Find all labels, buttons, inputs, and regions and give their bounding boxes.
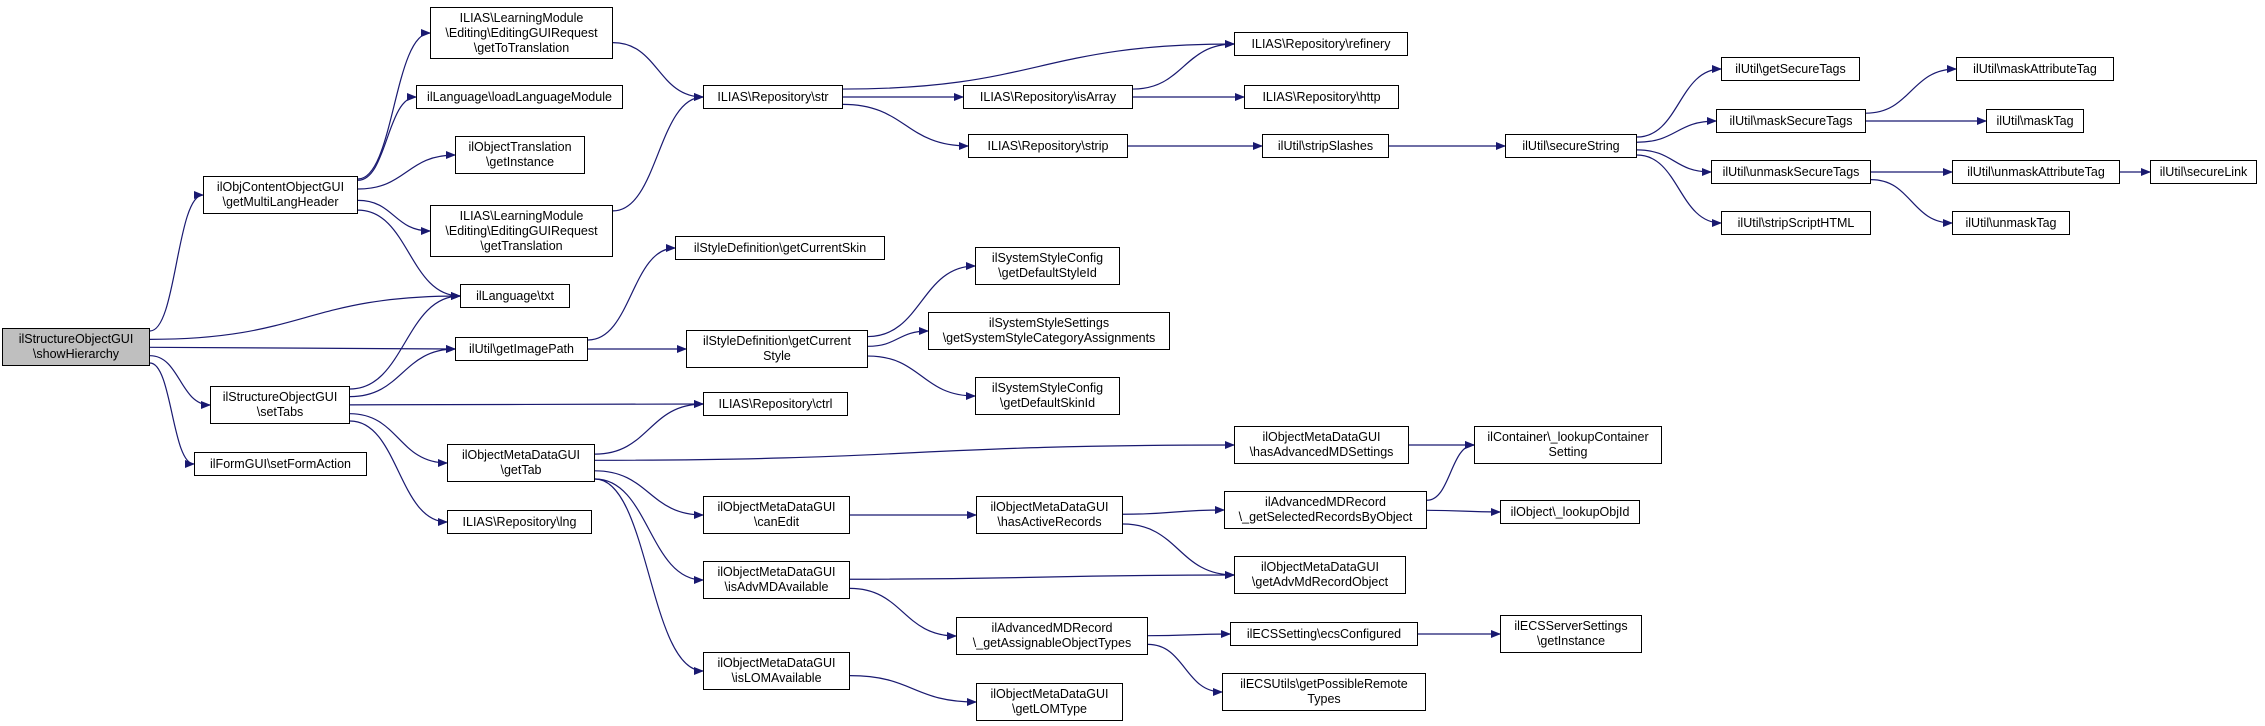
node-ilias-repository-strip[interactable]: ILIAS\Repository\strip [968,134,1128,158]
edge-n38-n41 [1122,523,1235,579]
node-ilias-repository-refinery[interactable]: ILIAS\Repository\refinery [1234,32,1408,56]
node-iladvancedmdrecord-getselectedrecordsbyobject[interactable]: ilAdvancedMDRecord \_getSelectedRecordsB… [1224,491,1427,529]
edge-n42-n41 [849,571,1235,580]
edge-n1-n6 [149,362,195,468]
node-iladvancedmdrecord-getassignableobjecttypes[interactable]: ilAdvancedMDRecord \_getAssignableObject… [956,617,1148,655]
node-ilstyledefinition-getcurrentstyle[interactable]: ilStyleDefinition\getCurrent Style [686,330,868,368]
node-ilobjectmetadatagui-hasactiverecords[interactable]: ilObjectMetaDataGUI \hasActiveRecords [976,496,1123,534]
node-ilformgui-setformaction[interactable]: ilFormGUI\setFormAction [194,452,367,476]
node-ilutil-stripslashes[interactable]: ilUtil\stripSlashes [1262,134,1389,158]
edge-n2-n7 [357,29,431,180]
node-ilias-repository-isarray[interactable]: ILIAS\Repository\isArray [963,85,1133,109]
edge-n28-n30 [867,327,929,347]
node-ilobject-lookupobjid[interactable]: ilObject\_lookupObjId [1500,500,1640,524]
edge-n2-n8 [357,93,417,181]
edge-n28-n29 [867,262,976,338]
node-ilcontainer-lookupcontainersetting[interactable]: ilContainer\_lookupContainer Setting [1474,426,1662,464]
node-editingguirequest-gettranslation[interactable]: ILIAS\LearningModule \Editing\EditingGUI… [430,205,613,257]
edge-n1-n5 [149,355,211,409]
edge-n33-n42 [594,478,704,584]
node-ilobjectmetadatagui-getadvmdrecordobject[interactable]: ilObjectMetaDataGUI \getAdvMdRecordObjec… [1234,556,1406,594]
node-ilobjecttranslation-getinstance[interactable]: ilObjectTranslation \getInstance [455,136,585,174]
node-ilias-repository-str[interactable]: ILIAS\Repository\str [703,85,843,109]
edge-n2-n3 [357,209,461,300]
node-ilecssetting-ecsconfigured[interactable]: ilECSSetting\ecsConfigured [1230,622,1418,646]
node-ilutil-unmaskattributetag[interactable]: ilUtil\unmaskAttributeTag [1952,160,2120,184]
node-ilstructureobjectgui-settabs[interactable]: ilStructureObjectGUI \setTabs [210,386,350,424]
edge-n33-n47 [594,478,704,675]
node-ilias-repository-http[interactable]: ILIAS\Repository\http [1244,85,1399,109]
edge-n33-n37 [594,470,704,519]
edge-n42-n43 [849,587,957,640]
edge-n13-n12 [1132,40,1235,90]
edge-n22-n25 [1870,179,1953,227]
edge-n5-n34 [349,420,448,526]
node-editingguirequest-gettotranslation[interactable]: ILIAS\LearningModule \Editing\EditingGUI… [430,7,613,59]
node-ilutil-securelink[interactable]: ilUtil\secureLink [2150,160,2257,184]
edge-n39-n36 [1426,441,1475,501]
edge-n28-n31 [867,355,976,400]
edge-n5-n3 [349,292,461,390]
edge-n7-n11 [612,42,704,101]
node-ilutil-getimagepath[interactable]: ilUtil\getImagePath [455,337,588,361]
node-ilsystemstyleconfig-getdefaultstyleid[interactable]: ilSystemStyleConfig \getDefaultStyleId [975,247,1120,285]
node-ilobjectmetadatagui-hasadvancedmdsettings[interactable]: ilObjectMetaDataGUI \hasAdvancedMDSettin… [1234,426,1409,464]
edge-n17-n26 [1636,154,1722,227]
node-ilobjectmetadatagui-islomavailable[interactable]: ilObjectMetaDataGUI \isLOMAvailable [703,652,850,690]
node-ilobjcontentobjectgui-getmultilangheader[interactable]: ilObjContentObjectGUI \getMultiLangHeade… [203,176,358,214]
edge-n4-n27 [587,244,676,341]
node-ilobjectmetadatagui-isadvmdavailable[interactable]: ilObjectMetaDataGUI \isAdvMDAvailable [703,561,850,599]
edge-n5-n32 [349,400,704,409]
edge-n19-n20 [1865,65,1957,114]
node-ilstyledefinition-getcurrentskin[interactable]: ilStyleDefinition\getCurrentSkin [675,236,885,260]
edge-n17-n22 [1636,149,1712,176]
node-ilutil-securestring[interactable]: ilUtil\secureString [1505,134,1637,158]
node-ilias-repository-ctrl[interactable]: ILIAS\Repository\ctrl [703,392,848,416]
edge-n2-n9 [357,151,456,190]
edge-n1-n2 [149,191,204,332]
edge-n5-n4 [349,345,456,398]
edge-n39-n40 [1426,507,1501,516]
edge-n17-n19 [1636,117,1717,143]
node-ilecsutils-getpossibleremotetypes[interactable]: ilECSUtils\getPossibleRemote Types [1222,673,1426,711]
edge-n11-n12 [842,40,1235,90]
edge-n10-n11 [612,93,704,212]
edge-n1-n4 [149,344,456,353]
node-ilutil-masktag[interactable]: ilUtil\maskTag [1986,109,2084,133]
node-ilecsserversettings-getinstance[interactable]: ilECSServerSettings \getInstance [1500,615,1642,653]
node-ilsystemstylesettings-getsystemstylecategoryassignments[interactable]: ilSystemStyleSettings \getSystemStyleCat… [928,312,1170,350]
node-ilutil-getsecuretags[interactable]: ilUtil\getSecureTags [1721,57,1860,81]
node-ilias-repository-lng[interactable]: ILIAS\Repository\lng [447,510,592,534]
node-illanguage-txt[interactable]: ilLanguage\txt [460,284,570,308]
edge-n5-n33 [349,413,448,467]
edge-n33-n32 [594,400,704,455]
node-ilutil-unmasktag[interactable]: ilUtil\unmaskTag [1952,211,2070,235]
node-ilobjectmetadatagui-gettab[interactable]: ilObjectMetaDataGUI \getTab [447,444,595,482]
edge-n33-n35 [594,441,1235,461]
node-ilobjectmetadatagui-canedit[interactable]: ilObjectMetaDataGUI \canEdit [703,496,850,534]
edge-n17-n18 [1636,65,1722,138]
node-ilutil-maskattributetag[interactable]: ilUtil\maskAttributeTag [1956,57,2114,81]
node-ilutil-masksecuretags[interactable]: ilUtil\maskSecureTags [1716,109,1866,133]
node-ilutil-unmasksecuretags[interactable]: ilUtil\unmaskSecureTags [1711,160,1871,184]
node-ilsystemstyleconfig-getdefaultskinid[interactable]: ilSystemStyleConfig \getDefaultSkinId [975,377,1120,415]
edge-n43-n44 [1147,630,1231,639]
node-illanguage-loadlanguagemodule[interactable]: ilLanguage\loadLanguageModule [416,85,623,109]
edge-n43-n46 [1147,643,1223,696]
node-ilobjectmetadatagui-getlomtype[interactable]: ilObjectMetaDataGUI \getLOMType [976,683,1123,721]
edge-n2-n10 [357,199,431,235]
node-ilstructureobjectgui-showhierarchy: ilStructureObjectGUI \showHierarchy [2,328,150,366]
edge-n47-n48 [849,675,977,706]
edge-n11-n15 [842,103,969,150]
edge-n38-n39 [1122,506,1225,515]
edge-n1-n3 [149,292,461,340]
node-ilutil-stripscripthtml[interactable]: ilUtil\stripScriptHTML [1721,211,1871,235]
